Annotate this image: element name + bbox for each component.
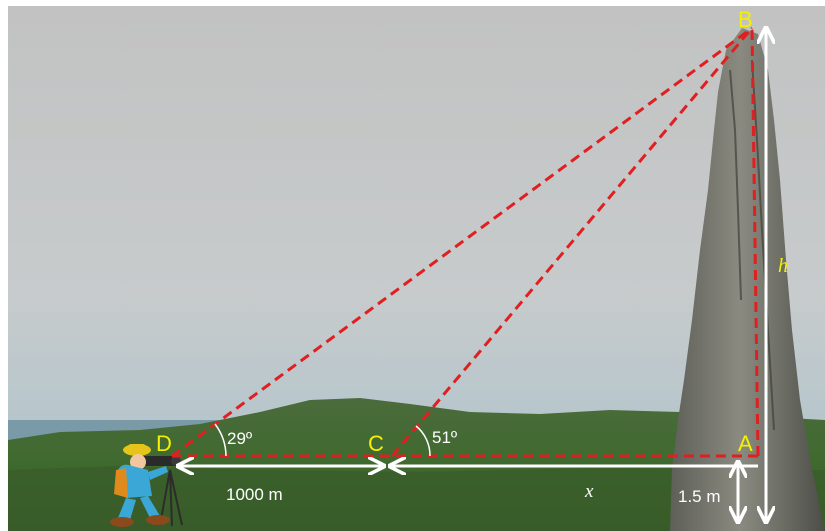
label-point-a: A: [738, 431, 753, 456]
surveyor-figure: [110, 444, 183, 527]
sight-line-from-c: [390, 27, 754, 457]
label-point-c: C: [368, 431, 384, 456]
measure-label-dc: 1000 m: [226, 485, 283, 504]
angle-arc-c: [415, 425, 431, 457]
measure-label-ca: x: [584, 481, 594, 502]
measure-label-instrument-height: 1.5 m: [678, 487, 721, 506]
label-point-d: D: [156, 431, 172, 456]
label-point-b: B: [738, 7, 753, 32]
sight-lines: [171, 26, 760, 458]
angle-label-d: 29º: [227, 429, 252, 448]
foreground-grass: [8, 466, 825, 531]
angle-label-c: 51º: [432, 428, 457, 447]
angle-arc-d: [214, 423, 227, 457]
rock-pillar: [670, 28, 825, 531]
sight-line-from-d: [171, 26, 753, 458]
measure-arrows: [178, 28, 766, 522]
measure-label-height: h: [778, 255, 788, 277]
